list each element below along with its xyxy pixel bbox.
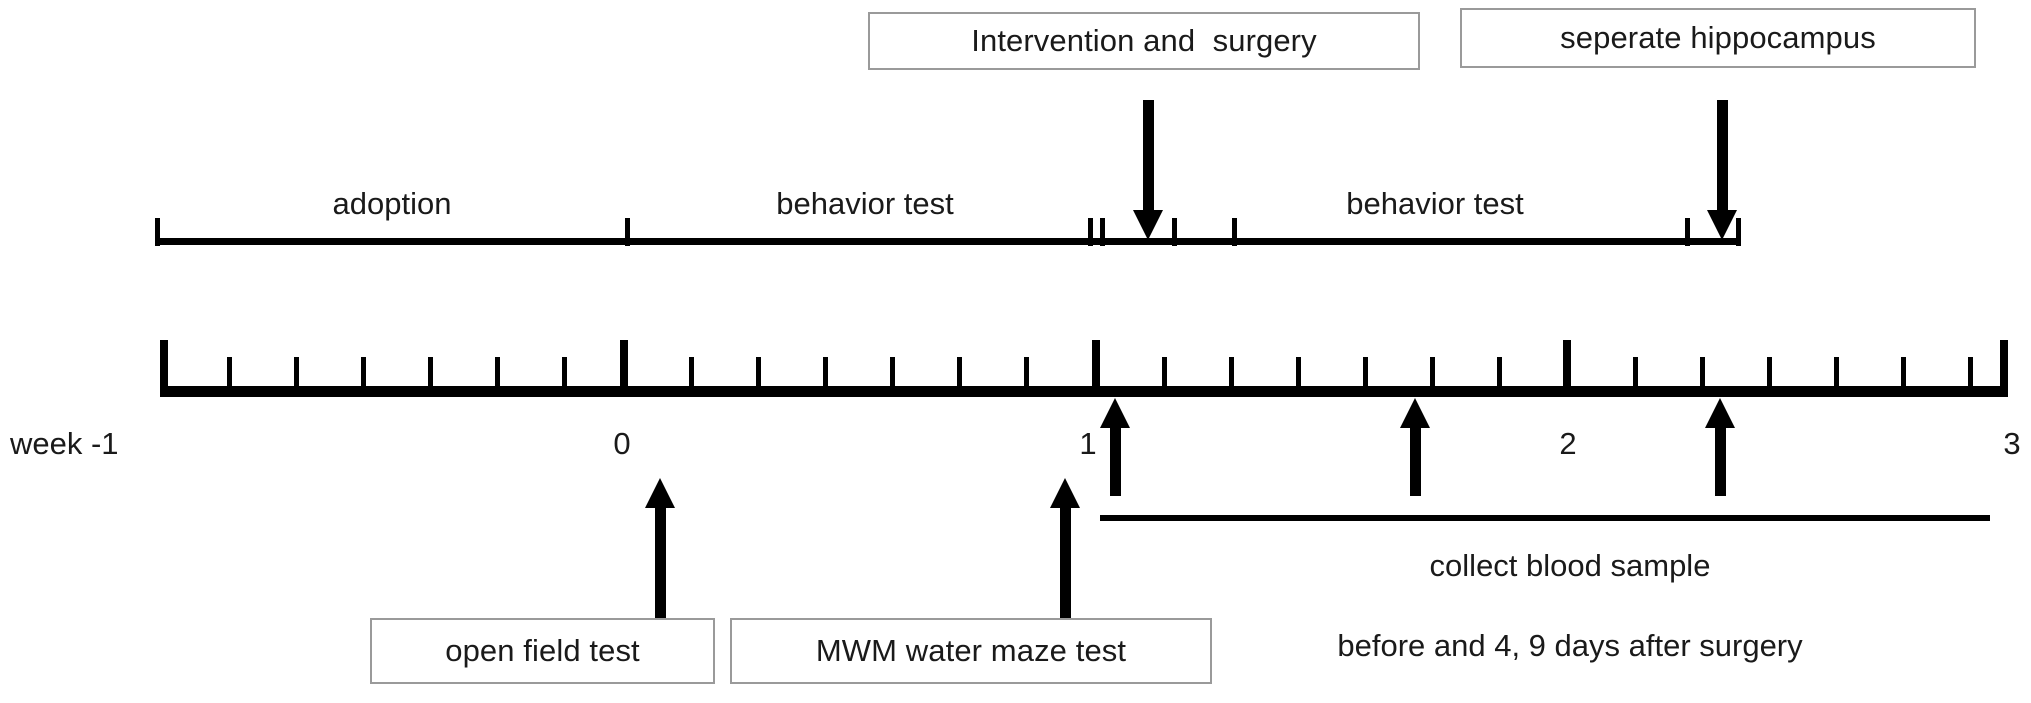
ruler-minor-tick [361,357,366,390]
ruler-major-tick-week-2 [1563,340,1571,390]
arrow-shaft [1060,506,1071,618]
arrow-shaft [1715,426,1726,496]
ruler-minor-tick [1430,357,1435,390]
callout-label-intervention-surgery: Intervention and surgery [971,23,1317,58]
arrow-head [645,478,675,508]
ruler-minor-tick [1700,357,1705,390]
ruler-minor-tick [1834,357,1839,390]
ruler-minor-tick [1363,357,1368,390]
upper-axis-tick-start [155,218,160,246]
phase-label-adoption: adoption [332,186,452,221]
upper-axis-tick-end [1736,218,1741,246]
upper-axis-tick-week0 [625,218,630,246]
week-ruler-line [160,386,2008,397]
ruler-minor-tick [1162,357,1167,390]
blood-sample-caption-line-2: before and 4, 9 days after surgery [1337,628,1803,663]
ruler-minor-tick [756,357,761,390]
week-label-0: 0 [613,426,631,461]
ruler-minor-tick [1633,357,1638,390]
upper-axis-tick-week1-a [1088,218,1093,246]
arrow-shaft [1410,426,1421,496]
ruler-major-tick-week-3 [2000,340,2008,390]
upper-axis-line [155,238,1738,245]
ruler-minor-tick [1024,357,1029,390]
ruler-minor-tick [495,357,500,390]
arrow-head [1133,210,1163,240]
callout-box-intervention-surgery[interactable]: Intervention and surgery [868,12,1420,70]
arrow-shaft [1110,426,1121,496]
upper-axis-tick-post-surgery [1172,218,1177,246]
callout-box-seperate-hippocampus[interactable]: seperate hippocampus [1460,8,1976,68]
ruler-minor-tick [428,357,433,390]
arrow-head [1707,210,1737,240]
arrow-head [1050,478,1080,508]
arrow-shaft [1143,100,1154,212]
ruler-minor-tick [957,357,962,390]
callout-label-seperate-hippocampus: seperate hippocampus [1560,20,1876,55]
ruler-minor-tick [294,357,299,390]
arrow-shaft [1717,100,1728,212]
ruler-minor-tick [1968,357,1973,390]
arrow-head [1705,398,1735,428]
ruler-minor-tick [823,357,828,390]
ruler-minor-tick [227,357,232,390]
upper-axis-tick-recovery [1232,218,1237,246]
blood-sample-caption-line-1: collect blood sample [1429,548,1711,583]
ruler-minor-tick [890,357,895,390]
week-label-1: 1 [1079,426,1097,461]
ruler-minor-tick [562,357,567,390]
callout-label-open-field-test: open field test [445,633,640,668]
ruler-major-tick-week-0 [620,340,628,390]
week-label-3: 3 [2003,426,2021,461]
callout-box-open-field-test[interactable]: open field test [370,618,715,684]
ruler-minor-tick [1497,357,1502,390]
arrow-shaft [655,506,666,618]
week-label-minus-1: week -1 [10,426,119,461]
phase-label-behavior-test-1: behavior test [776,186,954,221]
callout-label-mwm-water-maze-test: MWM water maze test [815,633,1127,668]
arrow-head [1100,398,1130,428]
ruler-minor-tick [1296,357,1301,390]
upper-axis-tick-week1-b [1100,218,1105,246]
week-label-2: 2 [1559,426,1577,461]
arrow-head [1400,398,1430,428]
ruler-minor-tick [689,357,694,390]
callout-box-mwm-water-maze-test[interactable]: MWM water maze test [730,618,1212,684]
phase-label-behavior-test-2: behavior test [1346,186,1524,221]
upper-axis-tick-week2half [1685,218,1690,246]
ruler-major-tick-week-minus1 [160,340,168,390]
blood-sample-bracket-line [1100,515,1990,521]
ruler-major-tick-week-1 [1092,340,1100,390]
ruler-minor-tick [1229,357,1234,390]
ruler-minor-tick [1767,357,1772,390]
ruler-minor-tick [1901,357,1906,390]
